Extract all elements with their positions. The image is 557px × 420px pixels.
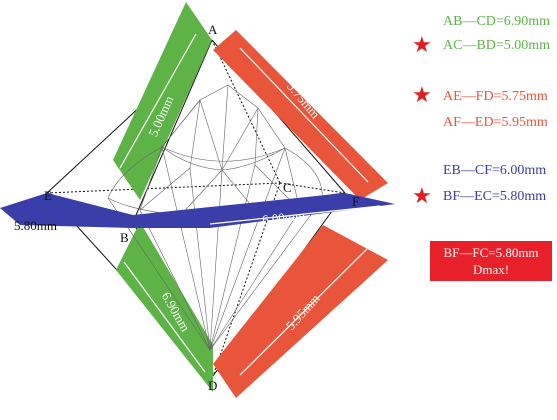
vertex-label-d: D (208, 378, 217, 393)
legend-af-ed: AF—ED=5.95mm (443, 115, 548, 130)
green-plane-top (113, 2, 212, 200)
star-icon: ★ (412, 33, 432, 58)
hidden-c-f (279, 182, 346, 194)
facet-line (209, 169, 223, 351)
red-plane-top (213, 30, 388, 200)
facet-line (221, 84, 229, 171)
red-bottom-marker (239, 247, 369, 376)
green-bottom-marker (123, 261, 206, 373)
facet-line (209, 147, 286, 351)
blue-plane (0, 193, 395, 228)
plane-marker-lines (119, 33, 381, 376)
vertex-label-f: F (352, 194, 359, 209)
vertex-label-b: B (120, 230, 129, 245)
facet-line (209, 164, 256, 351)
legend-ac-bd: AC—BD=5.00mm (443, 38, 551, 53)
facet-line (199, 99, 223, 171)
result-box: BF—FC=5.80mm Dmax! (430, 241, 552, 281)
facet-line (254, 107, 259, 166)
legend-eb-cf: EB—CF=6.00mm (443, 163, 547, 178)
vertex-label-a: A (208, 22, 218, 37)
facet-line (139, 167, 191, 211)
vertex-label-c: C (283, 180, 292, 195)
hidden-lines (46, 39, 346, 377)
facet-line (209, 209, 301, 351)
blue-marker (209, 205, 381, 225)
facet-line (139, 146, 163, 211)
green-top-marker (119, 33, 197, 169)
legend-ae-fd: AE—FD=5.75mm (443, 89, 548, 104)
facet-line (139, 209, 211, 351)
facet-line (189, 99, 201, 169)
facet-line (221, 107, 259, 171)
plane-label-blue: 6.00mm (261, 208, 305, 227)
hidden-e-c (46, 182, 281, 194)
star-icon: ★ (412, 83, 432, 108)
vertex-label-e: E (44, 188, 52, 203)
facet-line (161, 99, 201, 148)
vertex-labels: A B C D E F (44, 22, 359, 393)
red-top-marker (239, 47, 369, 183)
facet-line (179, 169, 223, 217)
facet-line (161, 146, 211, 351)
facet-line (189, 167, 211, 351)
legend-bf-ec: BF—EC=5.80mm (443, 189, 547, 204)
result-line-2: Dmax! (472, 262, 510, 277)
result-line-1: BF—FC=5.80mm (443, 245, 539, 260)
plane-label-blue-left: 5.80mm (14, 218, 57, 233)
legend-ab-cd: AB—CD=6.90mm (443, 14, 551, 29)
star-icon: ★ (412, 184, 432, 209)
red-plane-bottom (213, 225, 388, 398)
